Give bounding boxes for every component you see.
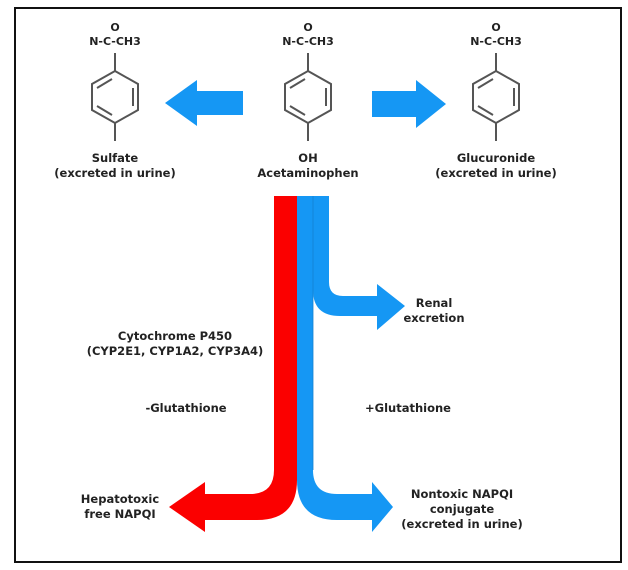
acetaminophen-name: Acetaminophen [257, 166, 358, 180]
red-pathway-arrow-icon [169, 196, 297, 532]
arrow-to-sulfate-icon [165, 80, 243, 126]
blue-renal-arrow-icon [313, 196, 405, 330]
oxygen-label: O [303, 21, 312, 34]
diagram-frame [14, 7, 622, 563]
benzene-ring-icon [91, 53, 139, 141]
plus-glutathione-label: +Glutathione [365, 401, 451, 415]
hepatotoxic-label-line2: free NAPQI [84, 507, 155, 521]
benzene-ring-icon [284, 53, 332, 141]
acetyl-group-label: N-C-CH3 [470, 35, 522, 48]
blue-conjugate-arrow-icon [297, 196, 393, 532]
hepatotoxic-label-line1: Hepatotoxic [81, 492, 160, 506]
oxygen-label: O [110, 21, 119, 34]
acetyl-group-label: N-C-CH3 [282, 35, 334, 48]
hydroxyl-label: OH [298, 151, 317, 165]
sulfate-note: (excreted in urine) [54, 166, 175, 180]
acetaminophen-molecule: O N-C-CH3 OH Acetaminophen [257, 21, 358, 180]
sulfate-molecule: O N-C-CH3 Sulfate (excreted in urine) [54, 21, 175, 180]
sulfate-name: Sulfate [92, 151, 139, 165]
nontoxic-label-line1: Nontoxic NAPQI [411, 487, 513, 501]
acetyl-group-label: N-C-CH3 [89, 35, 141, 48]
oxygen-label: O [491, 21, 500, 34]
enzyme-label-line1: Cytochrome P450 [118, 329, 232, 343]
nontoxic-label-line2: conjugate [430, 502, 495, 516]
renal-label-line1: Renal [416, 296, 453, 310]
nontoxic-label-line3: (excreted in urine) [401, 517, 522, 531]
renal-label-line2: excretion [403, 311, 464, 325]
benzene-ring-icon [472, 53, 520, 141]
glucuronide-note: (excreted in urine) [435, 166, 556, 180]
arrow-to-glucuronide-icon [372, 80, 446, 128]
minus-glutathione-label: -Glutathione [145, 401, 226, 415]
glucuronide-name: Glucuronide [457, 151, 536, 165]
enzyme-label-line2: (CYP2E1, CYP1A2, CYP3A4) [87, 344, 264, 358]
glucuronide-molecule: O N-C-CH3 Glucuronide (excreted in urine… [435, 21, 556, 180]
